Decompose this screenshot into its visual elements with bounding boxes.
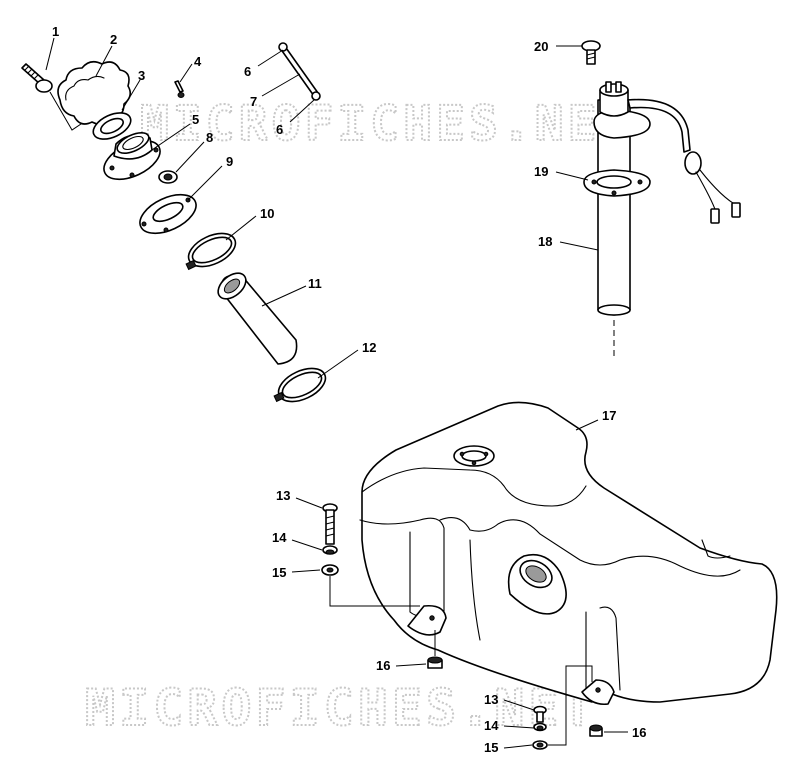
- callout-10: 10: [260, 206, 274, 221]
- callout-17: 17: [602, 408, 616, 423]
- part-11-hose: [217, 272, 298, 365]
- part-7-vent-line: [278, 42, 321, 101]
- part-4-small-screw: [174, 80, 185, 98]
- leader-lines: [45, 37, 628, 749]
- part-18-sender-tube: [597, 99, 631, 360]
- callout-3: 3: [138, 68, 145, 83]
- callout-5: 5: [192, 112, 199, 127]
- callout-6-top: 6: [244, 64, 251, 79]
- callout-9: 9: [226, 154, 233, 169]
- callout-2: 2: [110, 32, 117, 47]
- callout-11: 11: [308, 276, 322, 291]
- callout-12: 12: [362, 340, 376, 355]
- hardware-set-right: [532, 665, 603, 750]
- watermark-bottom: MICROFICHES.NET: [85, 679, 597, 737]
- part-17-fuel-tank: [359, 401, 778, 706]
- part-1-screw: [21, 63, 91, 131]
- callout-19: 19: [534, 164, 548, 179]
- part-12-clamp: [273, 367, 327, 403]
- callout-4: 4: [194, 54, 202, 69]
- part-5-filler-neck: [103, 131, 161, 181]
- callout-16-left: 16: [376, 658, 390, 673]
- part-sender-head: [593, 81, 741, 224]
- callout-labels: 1 2 3 4 5 6 7 6 8 9 10 11 12 20 19 18 17…: [52, 24, 646, 755]
- part-20-screw: [581, 40, 601, 65]
- hardware-set-left: [321, 503, 443, 669]
- callout-13-upper: 13: [276, 488, 290, 503]
- callout-6-bottom: 6: [276, 122, 283, 137]
- callout-18: 18: [538, 234, 552, 249]
- callout-14-lower: 14: [484, 718, 499, 733]
- part-2-gasket: [57, 60, 132, 126]
- watermark-top: MICROFICHES.NET: [140, 96, 633, 152]
- callout-1: 1: [52, 24, 59, 39]
- callout-15-lower: 15: [484, 740, 498, 755]
- callout-16-right: 16: [632, 725, 646, 740]
- callout-7: 7: [250, 94, 257, 109]
- callout-15-upper: 15: [272, 565, 286, 580]
- part-9-flange: [139, 193, 197, 235]
- part-8-grommet: [158, 170, 178, 184]
- part-3-ring: [92, 112, 132, 140]
- callout-20: 20: [534, 39, 548, 54]
- part-19-sender-gasket: [583, 169, 651, 197]
- callout-8: 8: [206, 130, 213, 145]
- callout-14-upper: 14: [272, 530, 287, 545]
- part-10-clamp: [185, 232, 237, 271]
- callout-13-lower: 13: [484, 692, 498, 707]
